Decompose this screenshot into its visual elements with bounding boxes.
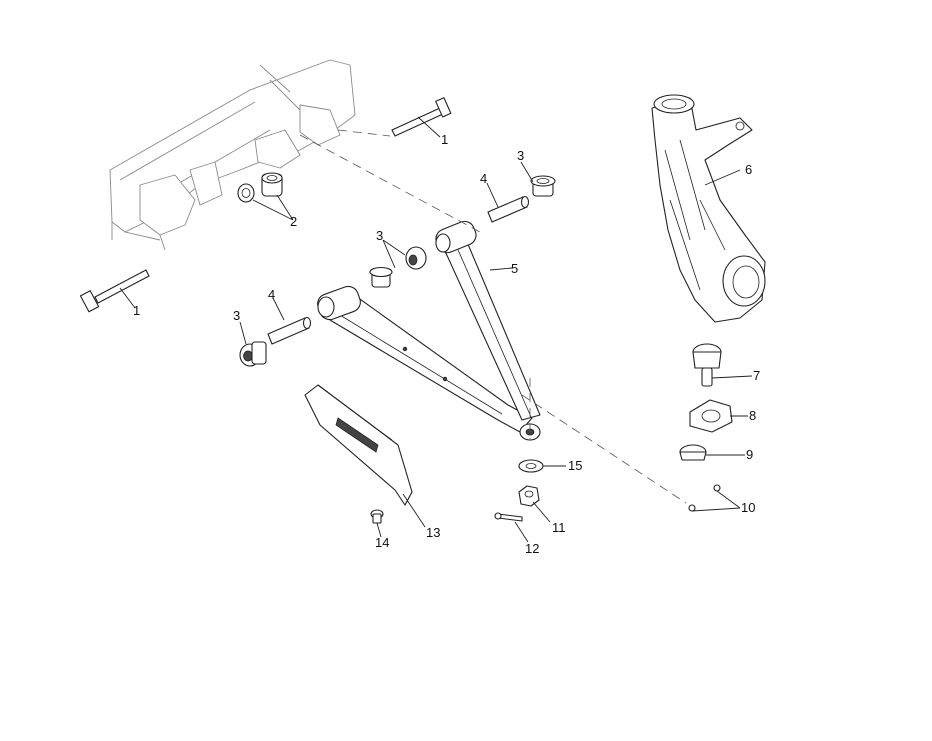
- callout-numbers: 1 1 2 3 3 3 4 4 5 6 7 8 9 10 11 12 13 14…: [133, 132, 760, 556]
- sleeve-lower: [267, 316, 312, 345]
- callout-11: 11: [552, 520, 566, 535]
- a-arm-guard: POLARIS: [304, 384, 413, 506]
- flanged-bushing-mid-left: [369, 266, 393, 288]
- callout-3-top: 3: [517, 148, 524, 163]
- callout-1-lower: 1: [133, 303, 140, 318]
- ball-joint: [692, 343, 722, 387]
- frame-ghost: [109, 59, 356, 251]
- callout-2: 2: [290, 214, 297, 229]
- callout-10: 10: [741, 500, 755, 515]
- cotter-pin: [494, 512, 523, 522]
- callout-12: 12: [525, 541, 539, 556]
- callout-5: 5: [511, 261, 518, 276]
- washer: [518, 459, 544, 473]
- callout-4-upper: 4: [480, 171, 487, 186]
- assembly-lines: [299, 129, 687, 504]
- callout-13: 13: [426, 525, 440, 540]
- a-arm: [317, 220, 541, 441]
- callout-9: 9: [746, 447, 753, 462]
- callout-8: 8: [749, 408, 756, 423]
- rivets: [688, 484, 721, 512]
- flanged-bushing-mid-right: [405, 246, 427, 270]
- leader-lines: [119, 116, 753, 543]
- steering-knuckle: [651, 94, 766, 323]
- callout-4-lower: 4: [268, 287, 275, 302]
- guard-bolt: [370, 509, 384, 524]
- dust-cap: [679, 444, 707, 461]
- callout-15: 15: [568, 458, 582, 473]
- callout-3-lower: 3: [233, 308, 240, 323]
- retainer-plate: [689, 399, 733, 433]
- flanged-bushing-top: [530, 175, 556, 197]
- bolt-upper: [391, 97, 452, 137]
- callout-14: 14: [375, 535, 389, 550]
- frame-bushings: [237, 172, 283, 203]
- callout-1-upper: 1: [441, 132, 448, 147]
- callout-7: 7: [753, 368, 760, 383]
- bolt-lower: [79, 269, 150, 313]
- flanged-bushing-lower: [239, 341, 267, 367]
- sleeve-upper: [487, 195, 530, 223]
- castle-nut: [518, 485, 540, 507]
- callout-3-middle: 3: [376, 228, 383, 243]
- callout-6: 6: [745, 162, 752, 177]
